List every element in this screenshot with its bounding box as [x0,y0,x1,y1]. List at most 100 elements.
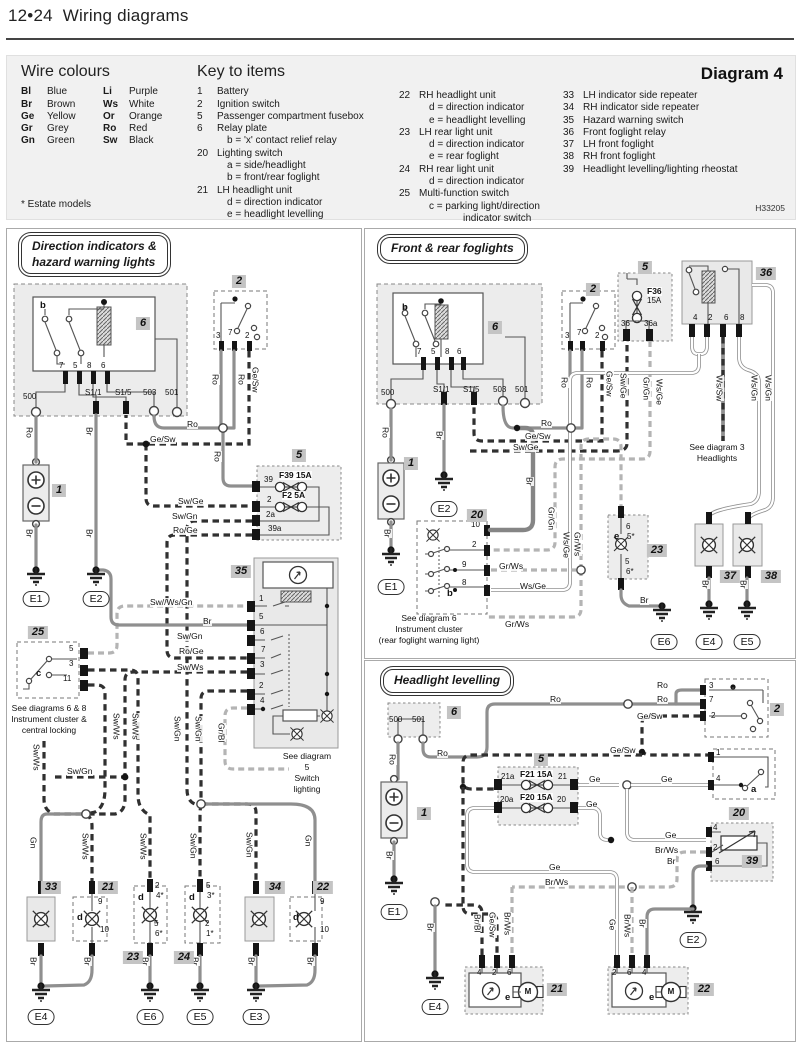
diagram-number: Diagram 4 [700,64,783,83]
ignition-switch-2 [561,290,616,351]
diagram-label: F21 15A [520,769,553,779]
relay-plate-6 [13,283,188,418]
diagram-label: 8 [87,361,92,370]
key-item-row: a = side/headlight [227,160,306,172]
key-item-row: b = front/rear foglight [227,172,320,184]
key-item-row: d = direction indicator [227,196,323,208]
diagram-label: M [524,987,532,996]
diagram-label: 5 [154,919,159,928]
diagram-label: 503 [493,385,507,394]
diagram-label: 7 [228,328,233,337]
diagram-label: Ge [586,799,598,809]
diagram-label: 6 [457,347,462,356]
diagram-label: 2 [205,919,210,928]
diagram-label: Br [667,856,676,866]
diagram-label: Sw/Gn [172,511,198,521]
diagram-label: Sw/Gn [172,716,183,742]
diagram-label: 6 [446,706,462,719]
diagram-label: E2 [679,932,707,948]
diagram-label: 20a [500,795,514,804]
front-foglight-relay-36 [681,260,753,337]
diagram-label: 22 [312,881,334,894]
diagram-label: 5 [73,361,78,370]
diagram-label: 501 [412,715,426,724]
diagram-label: 9 [462,560,467,569]
diagram-label: Gr/Ws [499,561,524,571]
diagram-label: e [505,992,511,1003]
relay-plate-6 [387,702,441,744]
diagram-label: Br [28,957,39,966]
diagram-label: 1 [416,807,432,820]
diagram-label: E6 [650,634,678,650]
diagram-label: Ws/Ge [654,379,665,405]
diagram-label: 24 [173,951,195,964]
diagram-label: Ro [380,427,391,438]
diagram-label: Sw/Ge [513,442,539,452]
lamp-units [26,879,323,956]
diagram-label: 7 [417,347,422,356]
diagram-label: 5 [625,557,630,566]
lighting-switch-20 [416,520,490,615]
key-item-row: b = 'x' contact relief relay [227,135,337,147]
wire-colours-title: Wire colours [21,63,110,80]
diagram-label: Sw/Ws [177,662,204,672]
key-items-title: Key to items [197,63,286,80]
diagram-label: See diagrams 6 & 8 Instrument cluster & … [11,703,87,736]
diagram-label: 503 [143,388,157,397]
diagram-label: Sw//Ws/Gn [150,597,193,607]
diagram-label: 37 [719,570,741,583]
diagram-label: 2 [231,275,247,288]
diagram-label: Ro [437,748,448,758]
diagram-label: Br/Bl [472,914,483,933]
diagram-label: E2 [430,501,458,517]
diagram-label: 4 [260,696,265,705]
diagram-label: See diagram 5 Switch lighting [282,751,332,795]
panel-direction-indicators: Direction indicators & hazard warning li… [6,228,362,1042]
key-item-row: d = direction indicator [429,176,525,188]
diagram-label: 6 [507,968,512,977]
diagram-label: 9 [98,897,103,906]
headlight-unit-21 [464,955,544,1015]
diagram-label: 3 [709,681,714,690]
diagram-label: Br [382,529,393,538]
diagram-label: Br [84,529,95,538]
diagram-label: Br [384,851,395,860]
diagram-label: 5 [291,449,307,462]
diagram-label: 4 [713,823,718,832]
diagram-label: 4 [693,313,698,322]
diagram-label: Ws/Gn [749,375,760,401]
diagram-label: Ro [657,694,668,704]
diagram-label: 23 [122,951,144,964]
diagram-label: 35 [230,565,252,578]
diagram-label: Ge/Sw [150,434,176,444]
diagram-label: Ro [541,418,552,428]
diagram-label: Br [524,477,535,486]
diagram-label: 2a [266,510,275,519]
diagram-label: Br [140,957,151,966]
diagram-label: 39 [264,475,273,484]
diagram-label: b [402,302,408,313]
diagram-label: Ro [210,374,221,385]
diagram-label: S1/1 [85,388,102,397]
diagram-label: Br [305,957,316,966]
diagram-label: 1 [403,457,419,470]
diagram-label: 5* [627,532,635,541]
diagram-label: Sw/Gn [67,766,93,776]
diagram-label: 500 [381,388,395,397]
diagram-label: 6 [487,321,503,334]
diagram-label: Ge/Sw [525,431,551,441]
diagram-label: c [36,668,42,679]
diagram-label: 1 [716,748,721,757]
